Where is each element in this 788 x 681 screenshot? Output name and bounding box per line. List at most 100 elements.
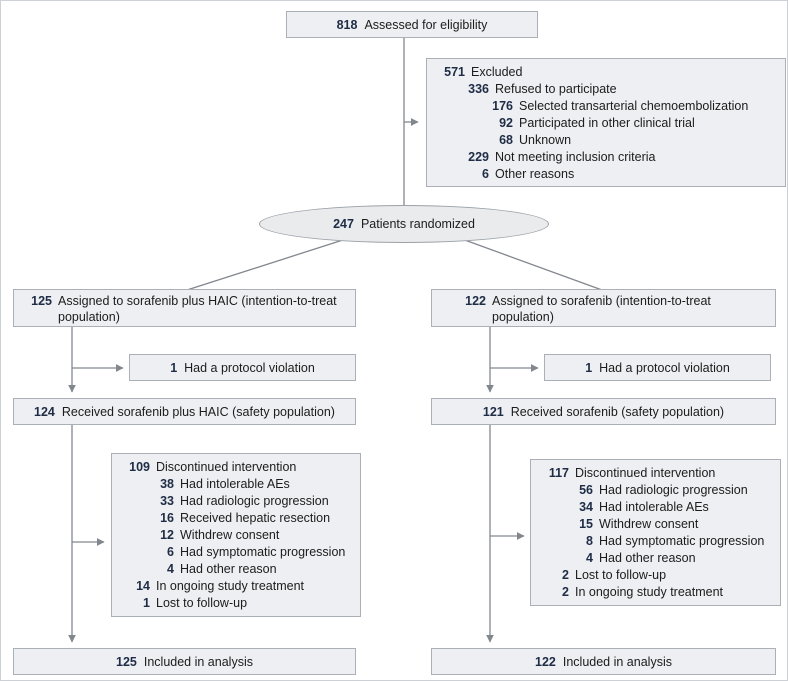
stat-line: 34 Had intolerable AEs bbox=[539, 499, 774, 516]
stat-line: 92 Participated in other clinical trial bbox=[435, 115, 779, 132]
stat-label: Had intolerable AEs bbox=[180, 477, 290, 491]
stat-label: Included in analysis bbox=[143, 654, 253, 669]
stat-line: 2 In ongoing study treatment bbox=[539, 584, 774, 601]
stat-line: 14 In ongoing study treatment bbox=[120, 578, 354, 595]
stat-label: In ongoing study treatment bbox=[156, 579, 305, 593]
discontinued-right-box: 117 Discontinued intervention 56 Had radiol… bbox=[530, 459, 781, 606]
stat-number: 124 bbox=[34, 404, 55, 419]
stat-number: 14 bbox=[136, 579, 150, 593]
stat-number: 33 bbox=[160, 494, 174, 508]
stat-number: 56 bbox=[579, 483, 593, 497]
stat-line: 16 Received hepatic resection bbox=[120, 510, 354, 527]
stat-number: 6 bbox=[167, 545, 174, 559]
stat-label: In ongoing study treatment bbox=[575, 585, 724, 599]
stat-label: Excluded bbox=[471, 65, 523, 79]
stat-line: 4 Had other reason bbox=[120, 561, 354, 578]
stat-number: 12 bbox=[160, 528, 174, 542]
discontinued-left-box: 109 Discontinued intervention 38 Had intole… bbox=[111, 453, 361, 617]
stat-number: 125 bbox=[31, 294, 52, 308]
stat-number: 121 bbox=[482, 404, 504, 419]
randomized-ellipse: 247 Patients randomized bbox=[259, 205, 549, 243]
received-sorafenib-box: 121 Received sorafenib (safety populatio… bbox=[431, 398, 776, 425]
stat-label: Received hepatic resection bbox=[180, 511, 331, 525]
stat-number: 247 bbox=[333, 217, 354, 231]
stat-label: Included in analysis bbox=[562, 654, 672, 669]
stat-label: Assigned to sorafenib plus HAIC (intenti… bbox=[58, 294, 337, 324]
stat-label: Unknown bbox=[519, 133, 572, 147]
stat-number: 4 bbox=[167, 562, 174, 576]
stat-label: Had radiologic progression bbox=[180, 494, 329, 508]
stat-number: 38 bbox=[160, 477, 174, 491]
stat-label: Received sorafenib (safety population) bbox=[510, 404, 725, 419]
stat-line: 6 Had symptomatic progression bbox=[120, 544, 354, 561]
stat-number: 92 bbox=[499, 116, 513, 130]
stat-label: Had a protocol violation bbox=[599, 360, 730, 375]
stat-label: Refused to participate bbox=[495, 82, 617, 96]
stat-line: 56 Had radiologic progression bbox=[539, 482, 774, 499]
stat-label: Selected transarterial chemoembolization bbox=[519, 99, 749, 113]
stat-line: 4 Had other reason bbox=[539, 550, 774, 567]
received-haic-box: 124 Received sorafenib plus HAIC (safety… bbox=[13, 398, 356, 425]
analysis-right-box: 122 Included in analysis bbox=[431, 648, 776, 675]
stat-label: Patients randomized bbox=[360, 217, 475, 231]
protocol-violation-left-box: 1 Had a protocol violation bbox=[129, 354, 356, 381]
stat-label: Discontinued intervention bbox=[575, 466, 716, 480]
stat-label: Discontinued intervention bbox=[156, 460, 297, 474]
stat-number: 1 bbox=[143, 596, 150, 610]
stat-number: 176 bbox=[492, 99, 513, 113]
stat-number: 122 bbox=[535, 654, 556, 669]
stat-label: Withdrew consent bbox=[180, 528, 280, 542]
stat-label: Withdrew consent bbox=[599, 517, 699, 531]
stat-number: 68 bbox=[499, 133, 513, 147]
stat-number: 15 bbox=[579, 517, 593, 531]
stat-label: Assessed for eligibility bbox=[364, 17, 488, 32]
stat-label: Received sorafenib plus HAIC (safety pop… bbox=[61, 404, 335, 419]
stat-label: Had intolerable AEs bbox=[599, 500, 709, 514]
stat-label: Had other reason bbox=[180, 562, 277, 576]
stat-number: 117 bbox=[548, 466, 569, 480]
stat-label: Had radiologic progression bbox=[599, 483, 748, 497]
stat-number: 122 bbox=[465, 294, 486, 308]
stat-label: Had a protocol violation bbox=[184, 360, 315, 375]
stat-number: 109 bbox=[129, 460, 150, 474]
stat-line: 12 Withdrew consent bbox=[120, 527, 354, 544]
stat-line: 38 Had intolerable AEs bbox=[120, 476, 354, 493]
stat-line: 109 Discontinued intervention bbox=[120, 459, 354, 476]
stat-number: 818 bbox=[336, 17, 358, 32]
stat-number: 125 bbox=[116, 654, 137, 669]
stat-line: 117 Discontinued intervention bbox=[539, 465, 774, 482]
stat-label: Lost to follow-up bbox=[575, 568, 667, 582]
stat-line: 68 Unknown bbox=[435, 132, 779, 149]
stat-label: Assigned to sorafenib (intention-to-trea… bbox=[492, 294, 711, 324]
stat-number: 6 bbox=[482, 167, 489, 181]
stat-line: 336 Refused to participate bbox=[435, 81, 779, 98]
analysis-left-box: 125 Included in analysis bbox=[13, 648, 356, 675]
stat-number: 16 bbox=[160, 511, 174, 525]
stat-number: 8 bbox=[586, 534, 593, 548]
stat-line: 15 Withdrew consent bbox=[539, 516, 774, 533]
stat-label: Lost to follow-up bbox=[156, 596, 248, 610]
stat-label: Participated in other clinical trial bbox=[519, 116, 695, 130]
stat-label: Other reasons bbox=[495, 167, 575, 181]
stat-line: 2 Lost to follow-up bbox=[539, 567, 774, 584]
assigned-sorafenib-box: 122 Assigned to sorafenib (intention-to-… bbox=[431, 289, 776, 327]
stat-line: 176 Selected transarterial chemoembolizat… bbox=[435, 98, 779, 115]
stat-label: Had symptomatic progression bbox=[180, 545, 346, 559]
stat-number: 336 bbox=[468, 82, 489, 96]
assigned-haic-box: 125 Assigned to sorafenib plus HAIC (int… bbox=[13, 289, 356, 327]
stat-label: Not meeting inclusion criteria bbox=[495, 150, 656, 164]
stat-number: 2 bbox=[562, 568, 569, 582]
stat-number: 34 bbox=[579, 500, 593, 514]
stat-label: Had symptomatic progression bbox=[599, 534, 765, 548]
stat-line: 6 Other reasons bbox=[435, 166, 779, 183]
stat-number: 4 bbox=[586, 551, 593, 565]
stat-number: 2 bbox=[562, 585, 569, 599]
stat-label: Had other reason bbox=[599, 551, 696, 565]
stat-line: 33 Had radiologic progression bbox=[120, 493, 354, 510]
protocol-violation-right-box: 1 Had a protocol violation bbox=[544, 354, 771, 381]
